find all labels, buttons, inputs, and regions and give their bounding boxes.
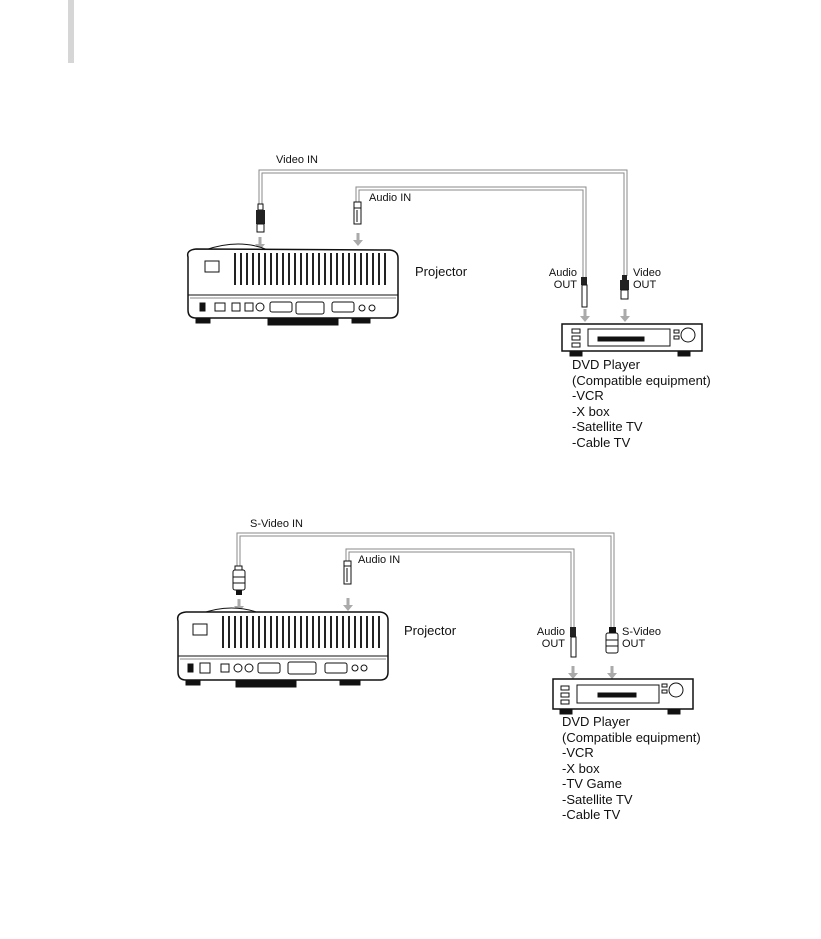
list-item: (Compatible equipment) xyxy=(562,729,701,745)
diagram-composite-video xyxy=(186,169,703,357)
video-cable xyxy=(258,169,628,276)
dvd-player-1 xyxy=(561,323,703,357)
audio-in-plug-icon-2 xyxy=(343,560,352,585)
audio-out-plug-icon-2 xyxy=(570,627,577,658)
list-item: -VCR xyxy=(572,388,604,403)
audio-in-label: Audio IN xyxy=(369,192,412,204)
list-item: -Cable TV xyxy=(562,807,621,822)
list-item: -Cable TV xyxy=(572,434,631,450)
page-edge-tab xyxy=(68,0,74,63)
audio-cable xyxy=(355,186,587,278)
projector-label: Projector xyxy=(415,264,468,279)
audio-in-plug-icon xyxy=(353,201,362,225)
video-in-label: Video IN xyxy=(276,154,318,166)
audio-out-plug-icon xyxy=(581,277,588,308)
projector-1 xyxy=(186,243,399,326)
list-item: -VCR xyxy=(562,745,594,760)
list-item: -X box xyxy=(572,403,610,419)
list-item: -Satellite TV xyxy=(562,791,633,807)
video-in-plug-icon xyxy=(256,203,265,233)
diagram-s-video xyxy=(176,532,694,715)
compatible-equipment-list: DVD Player (Compatible equipment) -VCR -… xyxy=(572,357,711,450)
list-item: -X box xyxy=(562,760,600,776)
dvd-player-2 xyxy=(552,678,694,715)
projector-2 xyxy=(176,607,389,688)
s-video-in-label: S-Video IN xyxy=(250,518,303,530)
s-video-cable xyxy=(236,532,615,632)
audio-in-label-2: Audio IN xyxy=(358,554,401,566)
list-item: -Satellite TV xyxy=(572,419,643,434)
compatible-equipment-list-2: DVD Player (Compatible equipment) -VCR -… xyxy=(562,714,701,823)
list-item: DVD Player xyxy=(572,357,640,372)
list-item: (Compatible equipment) xyxy=(572,372,711,388)
video-out-plug-icon xyxy=(620,275,629,300)
s-video-in-plug-icon xyxy=(232,565,246,595)
list-item: -TV Game xyxy=(562,776,622,791)
s-video-out-plug-icon xyxy=(605,627,619,654)
audio-cable-2 xyxy=(345,548,575,628)
list-item: DVD Player xyxy=(562,714,630,729)
projector-label-2: Projector xyxy=(404,623,457,638)
